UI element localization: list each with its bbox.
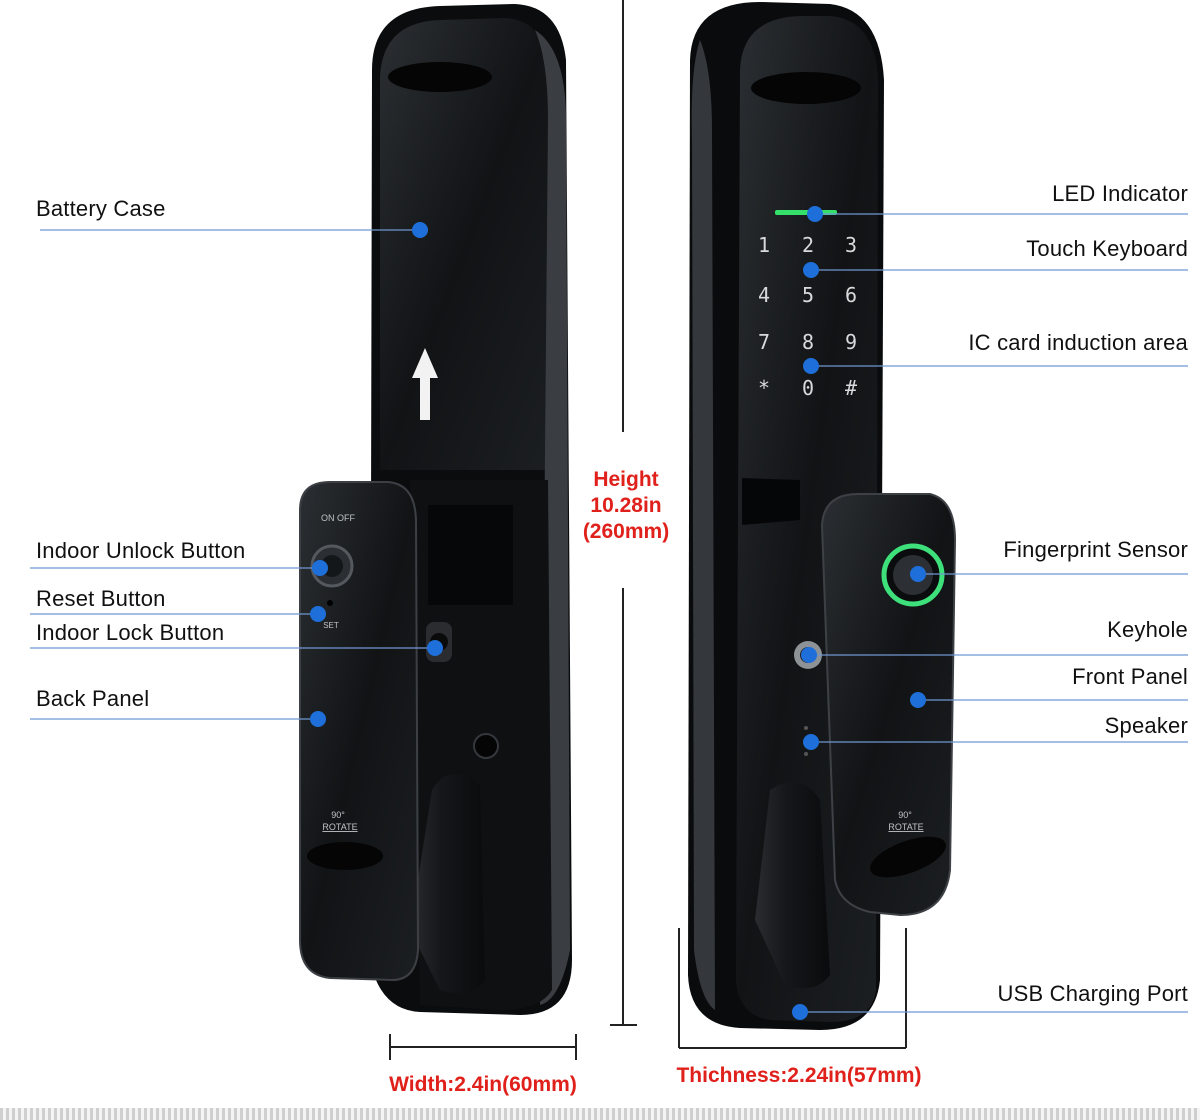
label-indoor-lock-button: Indoor Lock Button xyxy=(36,620,225,645)
keypad-key: 9 xyxy=(845,330,857,354)
keypad-key: * xyxy=(758,376,770,400)
on-off-text: ON OFF xyxy=(321,513,355,523)
rotate-text-front: ROTATE xyxy=(888,822,923,832)
back-lock-body: ON OFF SET 90° ROTATE xyxy=(299,4,572,1015)
marker-battery-case xyxy=(412,222,428,238)
marker-back-panel xyxy=(310,711,326,727)
label-touch-keyboard: Touch Keyboard xyxy=(1026,236,1188,261)
leader-lines xyxy=(30,213,1188,1013)
label-battery-case: Battery Case xyxy=(36,196,166,221)
height-inches: 10.28in xyxy=(590,494,662,517)
front-lock-body: 1 2 3 4 5 6 7 8 9 * 0 # 90° ROTATE xyxy=(688,2,957,1030)
marker-keyhole xyxy=(801,647,817,663)
rotate-text-back: ROTATE xyxy=(322,822,357,832)
label-back-panel: Back Panel xyxy=(36,686,150,711)
redacted-logo xyxy=(870,836,946,878)
unlock-knob xyxy=(310,544,354,588)
arrow-up-icon xyxy=(412,348,438,420)
keypad-key: 8 xyxy=(802,330,814,354)
keypad-key: 7 xyxy=(758,330,770,354)
keypad-key: 1 xyxy=(758,233,770,257)
width-dimension-line xyxy=(389,1034,577,1060)
marker-unlock-button xyxy=(312,560,328,576)
keypad-key: # xyxy=(845,376,857,400)
height-dimension: Height 10.28in (260mm) xyxy=(568,467,684,545)
width-dimension: Width:2.4in(60mm) xyxy=(389,1073,577,1096)
label-ic-card-area: IC card induction area xyxy=(968,330,1188,355)
marker-front-panel xyxy=(910,692,926,708)
label-reset-button: Reset Button xyxy=(36,586,166,611)
bottom-border-strip xyxy=(0,1108,1200,1120)
height-mm: (260mm) xyxy=(582,520,670,543)
set-text: SET xyxy=(323,621,339,630)
height-dimension-line xyxy=(610,0,637,1026)
marker-keyboard xyxy=(803,262,819,278)
label-keyhole: Keyhole xyxy=(1107,617,1188,642)
keypad-key: 3 xyxy=(845,233,857,257)
redacted-logo xyxy=(388,62,492,92)
redacted-logo xyxy=(307,842,383,870)
angle-text: 90° xyxy=(331,810,345,820)
marker-reset-button xyxy=(310,606,326,622)
redacted-logo xyxy=(751,72,861,104)
marker-lock-button xyxy=(427,640,443,656)
marker-led xyxy=(807,206,823,222)
thickness-bracket xyxy=(678,928,907,1049)
label-indoor-unlock-button: Indoor Unlock Button xyxy=(36,538,246,563)
thickness-dimension: Thichness:2.24in(57mm) xyxy=(676,1064,922,1087)
keypad-key: 5 xyxy=(802,283,814,307)
label-fingerprint-sensor: Fingerprint Sensor xyxy=(1003,537,1188,562)
label-led-indicator: LED Indicator xyxy=(1052,181,1188,206)
label-speaker: Speaker xyxy=(1104,713,1188,738)
keypad-key: 2 xyxy=(802,233,814,257)
touch-keypad: 1 2 3 4 5 6 7 8 9 * 0 # xyxy=(758,233,857,400)
marker-speaker xyxy=(803,734,819,750)
height-label: Height xyxy=(593,468,659,491)
label-front-panel: Front Panel xyxy=(1072,664,1188,689)
marker-ic-card xyxy=(803,358,819,374)
label-usb-port: USB Charging Port xyxy=(997,981,1188,1006)
marker-fingerprint xyxy=(910,566,926,582)
keypad-key: 0 xyxy=(802,376,814,400)
keypad-key: 6 xyxy=(845,283,857,307)
callout-markers xyxy=(310,206,926,1020)
angle-text: 90° xyxy=(898,810,912,820)
marker-usb xyxy=(792,1004,808,1020)
keypad-key: 4 xyxy=(758,283,770,307)
